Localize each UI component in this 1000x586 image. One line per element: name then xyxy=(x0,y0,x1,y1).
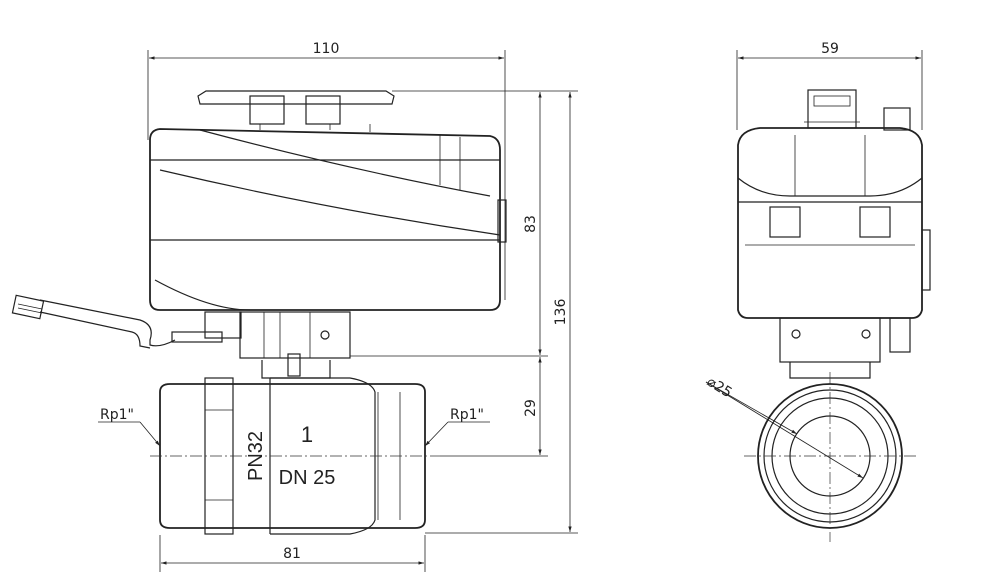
valve-neck xyxy=(261,360,331,379)
nominal-marking: DN 25 xyxy=(279,467,336,489)
axis-height-label: 29 xyxy=(523,399,539,417)
bracket-side xyxy=(779,317,911,379)
dimension-verticals: 83 29 136 xyxy=(350,90,578,534)
thread-right-label: Rp1" xyxy=(450,407,484,423)
dimension-body-length: 81 xyxy=(159,535,426,572)
body-length-label: 81 xyxy=(283,546,301,562)
actuator-height-label: 83 xyxy=(523,215,539,233)
number-marking: 1 xyxy=(301,422,313,447)
actuator-housing xyxy=(149,124,507,311)
side-view: 59 xyxy=(704,41,931,542)
dimension-side-width: 59 xyxy=(736,41,923,130)
bore-diameter-label: ⌀25 xyxy=(704,374,735,401)
dimension-overall-width: 110 xyxy=(147,41,506,300)
overall-width-label: 110 xyxy=(313,41,340,57)
thread-callouts: Rp1" Rp1" xyxy=(98,407,490,447)
thread-left-label: Rp1" xyxy=(100,407,134,423)
front-view: 110 xyxy=(11,41,578,572)
total-height-label: 136 xyxy=(553,299,569,326)
side-width-label: 59 xyxy=(821,41,839,57)
pressure-marking: PN32 xyxy=(245,431,267,481)
valve-body: PN32 1 DN 25 xyxy=(150,377,440,535)
pipe-end-view: ⌀25 xyxy=(704,372,916,542)
power-cable xyxy=(11,294,176,349)
actuator-side xyxy=(737,127,931,319)
handle-side xyxy=(804,89,911,131)
manual-handle xyxy=(197,90,395,130)
mounting-bracket xyxy=(171,311,351,377)
